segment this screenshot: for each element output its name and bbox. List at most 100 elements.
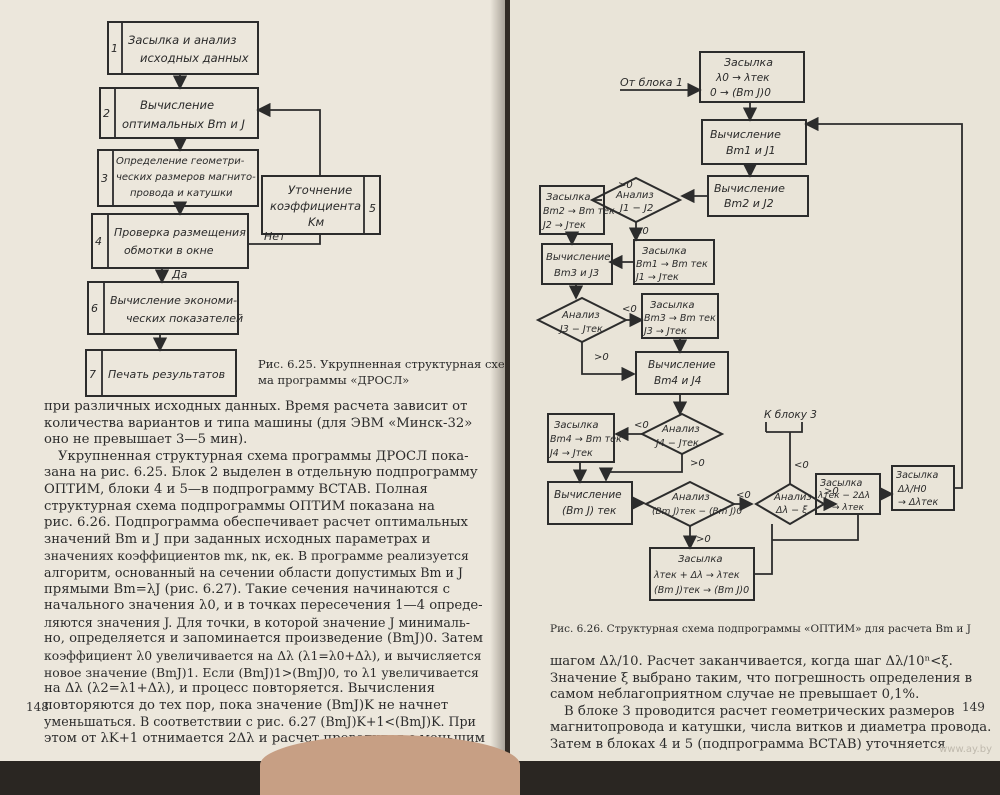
svg-text:λтек − 2Δλ: λтек − 2Δλ [817,491,870,501]
svg-text:Проверка размещения: Проверка размещения [114,226,246,239]
svg-text:Вычисление: Вычисление [648,359,716,371]
left-body-text: при различных исходных данных. Время рас… [44,399,485,747]
svg-text:Печать результатов: Печать результатов [108,368,225,381]
svg-text:Засылка: Засылка [820,478,862,489]
svg-text:5: 5 [369,202,376,215]
svg-text:Нет: Нет [264,230,286,243]
svg-text:Вычисление: Вычисление [714,182,785,195]
text-line: количества вариантов и типа машины (для … [44,415,473,431]
svg-text:Засылка: Засылка [642,246,687,257]
text-line: оно не превышает 3—5 мин). [44,432,248,448]
svg-text:провода и катушки: провода и катушки [130,188,233,199]
svg-text:Bm2 и J2: Bm2 и J2 [724,197,774,210]
svg-text:>0: >0 [618,180,633,191]
block-zas-h: Засылка Δλ/H0 → Δλтек [891,465,955,511]
svg-text:1: 1 [111,42,118,55]
flowchart-drosl: 1 Засылка и анализ исходных данных 2 Выч… [85,21,505,397]
svg-text:Анализ: Анализ [615,190,654,201]
svg-text:>0: >0 [690,458,705,469]
svg-text:→ λтек: → λтек [832,503,865,513]
text-line: начального значения λ0, и в точках перес… [44,598,483,614]
svg-text:λ0 → λтек: λ0 → λтек [715,72,770,84]
svg-text:Bm1 и J1: Bm1 и J1 [726,144,776,157]
svg-text:Вычисление: Вычисление [546,252,610,263]
text-line: Значение ξ выбрано таким, что погрешност… [550,670,973,686]
text-line: Затем в блоках 4 и 5 (подпрограмма ВСТАВ… [550,736,946,752]
page-number-right: 149 [962,700,985,714]
svg-text:Анализ: Анализ [671,492,710,503]
svg-text:Bm2 → Bm тек: Bm2 → Bm тек [543,206,615,217]
svg-text:7: 7 [89,368,96,381]
svg-text:<0: <0 [736,490,751,501]
svg-text:J1 → Jтек: J1 → Jтек [634,272,679,283]
diamond-an-t: Анализ (Bm J)тек − (Bm J)0 [643,480,742,528]
svg-text:Bm4 и J4: Bm4 и J4 [654,375,701,387]
block-zas0: Засылка λ0 → λтек 0 → (Bm J)0 [699,51,805,103]
svg-text:J3 → Jтек: J3 → Jтек [642,326,687,337]
block-zas-l: Засылка λтек − 2Δλ → λтек [815,473,881,515]
svg-text:J2 → Jтек: J2 → Jтек [541,220,586,231]
svg-text:Δλ − ξ: Δλ − ξ [775,505,808,516]
block-6: 6 Вычисление экономи- ческих показателей [87,281,243,335]
svg-text:(Bm J)тек → (Bm J)0: (Bm J)тек → (Bm J)0 [654,585,749,596]
svg-text:J4 → Jтек: J4 → Jтек [548,448,593,459]
svg-text:ческих размеров магнито-: ческих размеров магнито- [116,172,256,183]
svg-text:Bm1 → Bm тек: Bm1 → Bm тек [636,259,708,270]
text-line: ОПТИМ, блоки 4 и 5—в подпрограмму ВСТАВ.… [44,481,428,497]
svg-text:>0: >0 [824,486,839,497]
svg-text:J3 − Jтек: J3 − Jтек [558,324,603,335]
block-calc3: Вычисление Bm3 и J3 [541,243,613,285]
svg-text:Уточнение: Уточнение [288,183,352,197]
text-line: на Δλ (λ2=λ1+Δλ), и процесс повторяется.… [44,681,435,697]
svg-text:Bm3 и J3: Bm3 и J3 [554,268,599,279]
svg-text:2: 2 [103,107,110,120]
text-line: магнитопровода и катушки, числа витков и… [550,720,992,736]
text-line: прямыми Bm=λJ (рис. 6.27). Такие сечения… [44,581,451,597]
diamond-an3: Анализ J3 − Jтек [535,296,629,344]
svg-text:Засылка и анализ: Засылка и анализ [128,33,237,47]
svg-text:Δλ/H0: Δλ/H0 [897,484,927,495]
diamond-an-e: Анализ Δλ − ξ [754,482,826,526]
text-line: значениях коэффициентов mк, nк, eк. В пр… [44,548,469,564]
svg-text:Засылка: Засылка [678,554,723,565]
text-line: Укрупненная структурная схема программы … [58,448,469,464]
figure-caption-6-25-line-2: ма программы «ДРОСЛ» [258,373,409,387]
text-line: новое значение (BmJ)1. Если (BmJ)1>(BmJ)… [44,664,479,680]
svg-text:J1 − J2: J1 − J2 [618,203,653,214]
block-calc-t: Вычисление (Bm J) тек [547,481,633,525]
left-page: 1 Засылка и анализ исходных данных 2 Выч… [0,0,505,761]
svg-text:J4 − Jтек: J4 − Jтек [654,438,699,449]
svg-text:Определение геометри-: Определение геометри- [116,156,245,167]
block-1: 1 Засылка и анализ исходных данных [107,21,259,75]
text-line: ляются значения J. Для точки, в которой … [44,614,470,630]
svg-text:<0: <0 [622,304,637,315]
svg-text:(Bm J)тек − (Bm J)0: (Bm J)тек − (Bm J)0 [652,507,742,517]
svg-text:Засылка: Засылка [896,470,938,481]
svg-text:Анализ: Анализ [661,424,700,435]
text-line: шагом Δλ/10. Расчет заканчивается, когда… [550,654,953,669]
text-line: коэффициент λ0 увеличивается на Δλ (λ1=λ… [44,647,482,663]
svg-text:исходных данных: исходных данных [140,51,249,65]
svg-text:Вычисление: Вычисление [554,489,622,501]
svg-text:Анализ: Анализ [561,310,600,321]
svg-text:<0: <0 [634,420,649,431]
text-line: повторяются до тех пор, пока значение (B… [44,697,449,713]
text-line: но, определяется и запоминается произвед… [44,631,484,647]
text-line: алгоритм, основанный на сечении области … [44,564,463,580]
text-line: самом неблагоприятном случае не превышае… [550,687,920,703]
block-4: 4 Проверка размещения обмотки в окне [91,213,249,269]
block-calc4: Вычисление Bm4 и J4 [635,351,729,395]
svg-text:λтек + Δλ → λтек: λтек + Δλ → λтек [653,570,740,581]
block-5: 5 Уточнение коэффициента Kм [261,175,381,235]
to-block-3-label: К блоку 3 [764,409,817,421]
block-zas-b: Засылка λтек + Δλ → λтек (Bm J)тек → (Bm… [649,547,755,601]
svg-text:Bm3 → Bm тек: Bm3 → Bm тек [644,313,716,324]
svg-text:Засылка: Засылка [724,56,773,69]
svg-text:обмотки в окне: обмотки в окне [124,244,214,257]
hand-finger [260,735,520,795]
block-zas-m4: Засылка Bm4 → Bm тек J4 → Jтек [547,413,622,463]
page-number-left: 148 [26,700,49,714]
text-line: значений Bm и J при заданных исходных па… [44,531,431,547]
text-line: при различных исходных данных. Время рас… [44,399,468,414]
block-zas-m2: Засылка Bm2 → Bm тек J2 → Jтек [539,185,615,235]
